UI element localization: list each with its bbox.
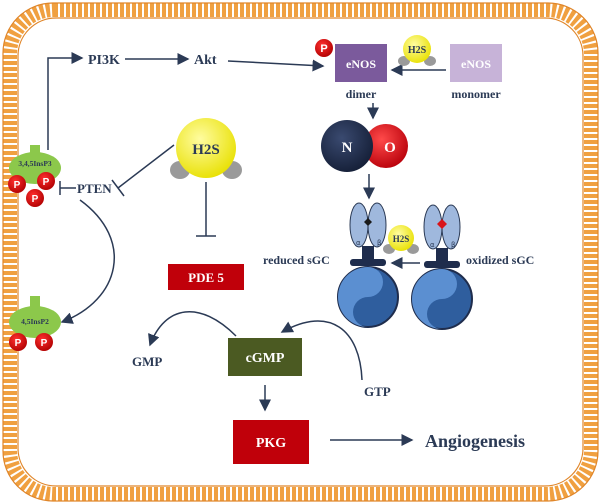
svg-text:P: P (15, 338, 22, 349)
svg-text:P: P (41, 338, 48, 349)
oxidized-sgc-label: oxidized sGC (466, 253, 534, 267)
inhibit-pten-to-insp3 (59, 181, 76, 195)
cgmp-box (228, 338, 302, 376)
nitric-oxide-icon: N O (321, 120, 408, 172)
pde5-label: PDE 5 (188, 270, 224, 285)
h2s-small-2-label: H2S (393, 234, 410, 244)
svg-text:P: P (320, 43, 327, 55)
no-n-label: N (342, 140, 353, 156)
svg-text:β: β (377, 239, 381, 247)
monomer-label: monomer (451, 87, 501, 101)
arrow-akt-to-enos (227, 59, 325, 72)
no-o-label: O (384, 140, 396, 156)
svg-text:P: P (43, 177, 50, 188)
gtp-label: GTP (364, 384, 391, 399)
pten-label: PTEN (77, 181, 112, 196)
arrow-insp3-to-insp2 (60, 199, 116, 324)
lipid-head-icon-insp2: 4,5InsP2 P P (9, 296, 61, 351)
phosphate-icon-enos: P (315, 39, 333, 57)
pde5-box (168, 264, 244, 290)
h2s-molecule-icon-large: H2S (170, 118, 242, 179)
h2s-large-label: H2S (192, 142, 220, 158)
enos-monomer-label: eNOS (461, 57, 491, 71)
reduced-sgc-label: reduced sGC (263, 253, 330, 267)
cell-membrane (3, 3, 598, 501)
sgc-enzyme-icon-reduced: α β (337, 202, 399, 328)
lipid-head-icon-insp3: 3,4,5InsP3 P P P (8, 145, 61, 207)
h2s-molecule-icon-sgc: H2S (383, 225, 419, 254)
enos-dimer-box (335, 44, 387, 82)
svg-text:α: α (356, 239, 361, 247)
inhibit-h2s-to-pde5 (196, 182, 216, 237)
pkg-box (233, 420, 309, 464)
insp3-label: 3,4,5InsP3 (18, 159, 52, 168)
inhibit-h2s-to-pten (111, 144, 175, 197)
svg-text:P: P (32, 194, 39, 205)
gmp-label: GMP (132, 354, 162, 369)
akt-label: Akt (194, 53, 217, 68)
insp2-label: 4,5InsP2 (21, 317, 49, 326)
dimer-label: dimer (346, 87, 377, 101)
h2s-small-1-label: H2S (408, 45, 427, 56)
cell-membrane-inner (17, 17, 584, 487)
svg-text:P: P (14, 180, 21, 191)
arrow-cgmp-to-gmp (148, 311, 237, 347)
h2s-molecule-icon-enos: H2S (398, 35, 436, 66)
pkg-label: PKG (256, 436, 286, 451)
cgmp-label: cGMP (246, 351, 285, 366)
svg-text:β: β (451, 241, 455, 249)
svg-text:α: α (430, 241, 435, 249)
arrow-gtp-to-cgmp (280, 320, 363, 381)
sgc-enzyme-icon-oxidized: α β (411, 204, 473, 330)
pi3k-label: PI3K (88, 53, 120, 68)
enos-dimer-label: eNOS (346, 57, 376, 71)
arrow-insp3-to-pi3k (47, 52, 84, 150)
angiogenesis-label: Angiogenesis (425, 431, 525, 451)
enos-monomer-box (450, 44, 502, 82)
